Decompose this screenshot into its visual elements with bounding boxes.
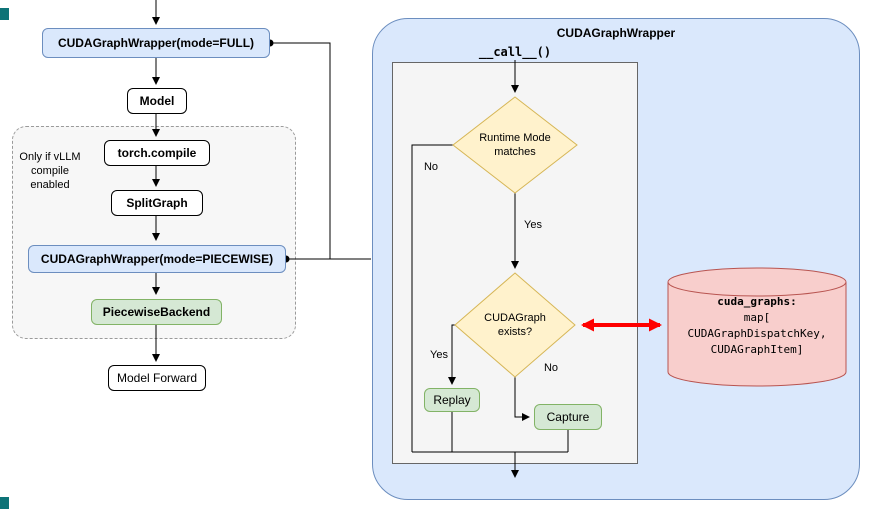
cuda-graphs-store-label: cuda_graphs: map[ CUDAGraphDispatchKey, … [670, 294, 844, 358]
edge-label-no-1: No [423, 161, 439, 173]
canvas-edge-marker-bottom [0, 497, 9, 509]
node-capture: Capture [534, 404, 602, 430]
cuda-graphs-store-cylinder [667, 282, 847, 387]
node-split-graph: SplitGraph [111, 190, 203, 216]
cuda-graphs-store-cylinder-top [667, 267, 847, 297]
edge-label-no-2: No [543, 362, 559, 374]
decision-runtime-mode-label: Runtime Mode matches [479, 132, 551, 158]
edge-no-bypass [411, 144, 453, 452]
decision-graph-exists-diamond [454, 272, 576, 378]
node-cudagraphwrapper-full: CUDAGraphWrapper(mode=FULL) [42, 28, 270, 58]
node-replay: Replay [424, 388, 480, 412]
connector-full-to-panel [270, 42, 331, 259]
canvas-edge-marker-top [0, 8, 9, 20]
panel-title: CUDAGraphWrapper [556, 26, 676, 40]
decision-runtime-mode-diamond [452, 96, 578, 194]
store-line-1: cuda_graphs: [717, 295, 797, 308]
edge-yes-to-replay [448, 324, 456, 385]
store-line-3: CUDAGraphDispatchKey, [687, 327, 827, 340]
store-line-4: CUDAGraphItem] [710, 343, 804, 356]
node-model-forward: Model Forward [108, 365, 206, 391]
node-cudagraphwrapper-piecewise: CUDAGraphWrapper(mode=PIECEWISE) [28, 245, 286, 273]
edge-no-to-capture [514, 377, 530, 421]
edge-label-yes-2: Yes [430, 349, 448, 361]
store-line-2: map[ [743, 311, 771, 324]
node-torch-compile: torch.compile [104, 140, 210, 166]
compile-note-label: Only if vLLM compile enabled [19, 151, 81, 191]
decision-graph-exists-label: CUDAGraph exists? [484, 312, 546, 338]
node-model: Model [127, 88, 187, 114]
node-piecewise-backend: PiecewiseBackend [91, 299, 222, 325]
call-method-label: __call__() [478, 45, 552, 59]
edge-label-yes-1: Yes [524, 219, 542, 231]
